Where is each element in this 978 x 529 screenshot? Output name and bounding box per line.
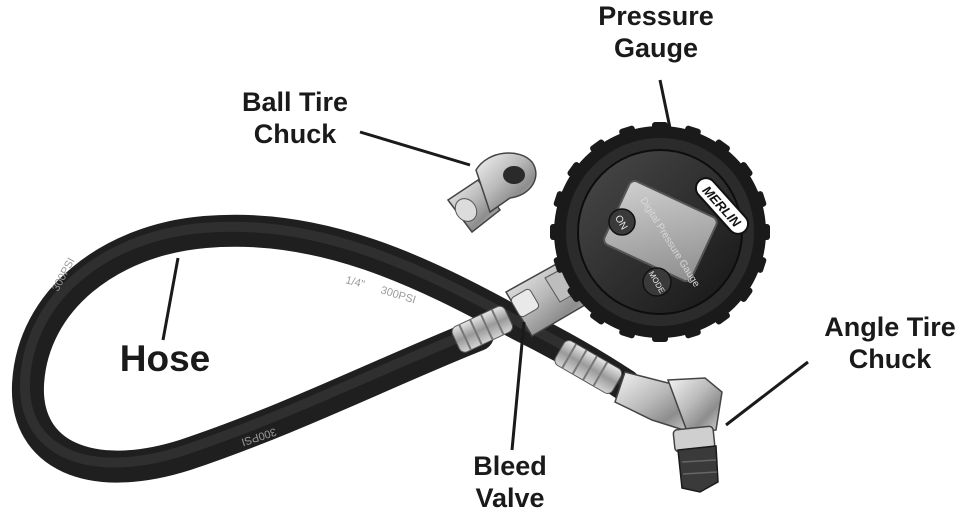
leader-pressure-gauge — [658, 79, 672, 129]
label-ball-tire-chuck-line1: Ball Tire — [241, 87, 349, 117]
label-pressure-gauge-line2: Gauge — [613, 33, 699, 64]
gauge-boot-tooth — [745, 191, 767, 211]
label-angle-tire-chuck: Angle Tire Chuck — [790, 311, 978, 376]
pressure-gauge: MERLIN Digital Pressure Gauge ON MODE — [550, 122, 770, 342]
on-button[interactable]: ON — [608, 208, 636, 236]
gauge-boot-tooth — [681, 317, 701, 339]
hose-ferrule-left — [451, 305, 514, 353]
label-bleed-valve: Bleed Valve — [435, 450, 585, 515]
gauge-boot-tooth — [652, 122, 668, 140]
label-pressure-gauge: Pressure Gauge — [556, 0, 756, 65]
gauge-boot-tooth — [553, 253, 575, 273]
ball-tire-chuck — [446, 152, 537, 234]
label-angle-tire-chuck-line2: Chuck — [848, 344, 932, 375]
hose-print-size: 1/4" — [344, 274, 366, 291]
hose-ferrule-right — [554, 340, 623, 394]
gauge-boot-tooth — [619, 317, 639, 339]
label-bleed-valve-line1: Bleed — [473, 451, 547, 481]
label-hose: Hose — [100, 337, 230, 381]
leader-angle-tire-chuck — [725, 360, 809, 427]
gauge-boot-tooth — [681, 125, 701, 147]
leader-hose — [161, 257, 180, 341]
gauge-boot-tooth — [553, 191, 575, 211]
gauge-boot-tooth — [619, 125, 639, 147]
gauge-boot-tooth — [652, 324, 668, 342]
label-bleed-valve-line2: Valve — [475, 483, 545, 514]
mode-button[interactable]: MODE — [642, 267, 672, 297]
angle-tire-chuck — [614, 371, 723, 493]
hose — [11, 214, 641, 483]
leader-bleed-valve — [510, 321, 526, 451]
leader-lines — [161, 79, 809, 451]
gauge-boot-tooth — [752, 224, 770, 240]
label-ball-tire-chuck: Ball Tire Chuck — [200, 86, 390, 151]
leader-ball-tire-chuck — [359, 130, 471, 167]
gauge-boot-teeth — [550, 122, 770, 342]
label-ball-tire-chuck-line2: Chuck — [253, 119, 337, 150]
label-angle-tire-chuck-line1: Angle Tire — [824, 312, 956, 342]
label-hose-text: Hose — [119, 338, 211, 379]
gauge-boot-tooth — [550, 224, 568, 240]
label-pressure-gauge-line1: Pressure — [598, 1, 714, 31]
gauge-boot-tooth — [745, 253, 767, 273]
